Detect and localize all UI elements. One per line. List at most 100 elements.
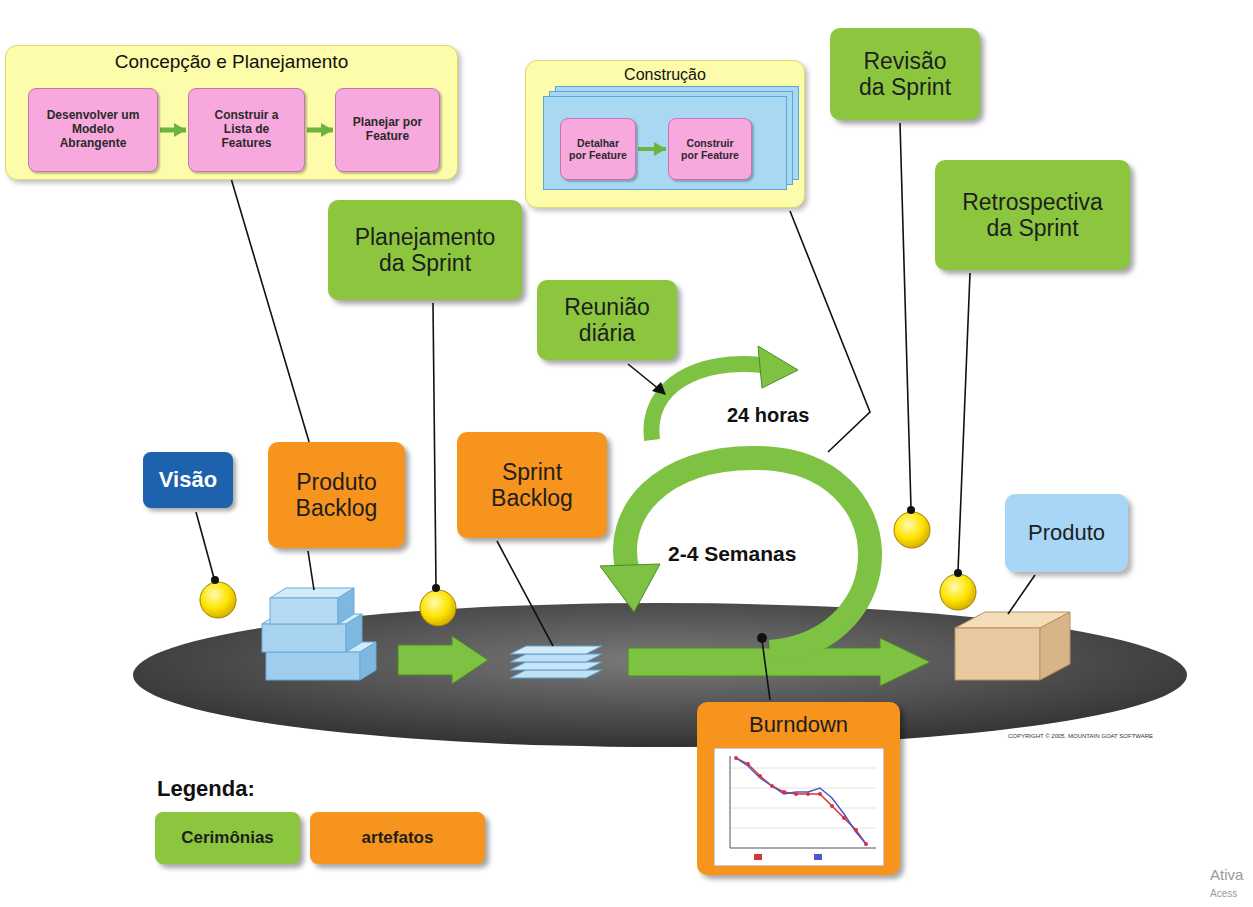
- burndown-chart: [714, 748, 884, 866]
- leader-line: [308, 551, 314, 590]
- stack-side: [338, 588, 354, 624]
- box-front: [955, 628, 1040, 680]
- point: [818, 792, 822, 796]
- marker-dot: [940, 574, 976, 610]
- product-box-text: Produto: [1028, 520, 1105, 545]
- daily-loop: [651, 364, 762, 440]
- watermark: Acess: [1210, 888, 1237, 899]
- plate: [510, 670, 602, 678]
- duration-label: 2-4 Semanas: [668, 542, 796, 566]
- point: [746, 762, 750, 766]
- stack-side: [346, 614, 362, 652]
- backlog-stack: [262, 588, 376, 680]
- process-box-text: Detalhar por Feature: [569, 137, 627, 161]
- leader-head: [652, 382, 666, 395]
- chart-frame: [714, 748, 884, 866]
- chart-grid: [730, 768, 876, 828]
- phase-panel: Concepção e PlanejamentoDesenvolver um M…: [5, 45, 458, 180]
- leader-line: [958, 273, 970, 571]
- point: [770, 784, 774, 788]
- leader-line: [628, 364, 660, 390]
- ceremony-box-text: Revisão da Sprint: [855, 48, 955, 101]
- plate: [510, 654, 602, 662]
- process-box: Construir a Lista de Features: [188, 88, 305, 172]
- watermark: Ativa: [1210, 866, 1243, 883]
- leader-line: [196, 512, 214, 578]
- legend-swatch: artefatos: [310, 812, 485, 864]
- sprint-backlog-plates: [510, 646, 602, 678]
- loop-head: [758, 346, 798, 388]
- ceremony-box-text: Retrospectiva da Sprint: [949, 189, 1117, 242]
- leader-line: [433, 303, 436, 586]
- stack-front: [266, 652, 360, 680]
- leader-line: [497, 541, 553, 646]
- artifact-box: Sprint Backlog: [457, 432, 607, 538]
- legend-swatch: Cerimônias: [155, 812, 300, 864]
- stack-side: [360, 642, 376, 680]
- point: [758, 774, 762, 778]
- ceremony-box-text: Planejamento da Sprint: [339, 224, 511, 277]
- process-box: Construir por Feature: [668, 118, 752, 180]
- process-box: Detalhar por Feature: [560, 118, 636, 180]
- ceremony-box: Reunião diária: [537, 280, 677, 360]
- point: [782, 790, 786, 794]
- duration-label: 24 horas: [727, 404, 809, 427]
- phase-panel: ConstruçãoDetalhar por FeatureConstruir …: [525, 60, 805, 208]
- chart-axis: [730, 848, 876, 849]
- ceremony-box-text: Reunião diária: [551, 294, 663, 347]
- actual-line: [736, 758, 866, 844]
- plate: [510, 662, 602, 670]
- sprint-loop: [625, 458, 870, 652]
- point: [854, 828, 858, 832]
- planned-line: [736, 758, 866, 844]
- marker-dot: [894, 512, 930, 548]
- legend-text: Cerimônias: [181, 828, 274, 848]
- point: [734, 756, 738, 760]
- ceremony-box: Planejamento da Sprint: [328, 200, 522, 300]
- process-box: Planejar por Feature: [335, 88, 440, 172]
- artifact-box: Produto Backlog: [268, 442, 405, 548]
- leader-line: [1008, 575, 1035, 614]
- chart-key: [814, 854, 822, 860]
- product-box: [955, 612, 1070, 680]
- point: [830, 804, 834, 808]
- product-box: Produto: [1005, 494, 1128, 572]
- artifact-box-text: Sprint Backlog: [477, 459, 587, 512]
- leader-line: [900, 123, 911, 508]
- point: [842, 816, 846, 820]
- ground-ellipse: [133, 603, 1187, 747]
- point: [864, 842, 868, 846]
- vision-box: Visão: [143, 452, 233, 508]
- marker-dot: [200, 582, 236, 618]
- connector: [638, 147, 666, 151]
- legend-text: artefatos: [362, 828, 434, 848]
- phase-panel-text: Concepção e Planejamento: [115, 51, 348, 73]
- process-box-text: Planejar por Feature: [350, 116, 425, 144]
- artifact-box-text: Burndown: [749, 712, 848, 737]
- plate: [510, 646, 602, 654]
- pin-dot: [211, 576, 219, 584]
- loop-head: [600, 564, 660, 612]
- grid-line: [730, 808, 876, 809]
- leader-lines: [196, 123, 1035, 700]
- legend-title: Legenda:: [157, 776, 255, 802]
- planned-points: [734, 756, 868, 846]
- process-box-text: Desenvolver um Modelo Abrangente: [43, 109, 143, 150]
- connector: [160, 128, 186, 133]
- ceremony-box: Revisão da Sprint: [830, 28, 980, 120]
- grid-line: [730, 788, 876, 789]
- leader-line: [762, 640, 770, 700]
- vision-box-text: Visão: [159, 467, 217, 492]
- ceremony-box: Retrospectiva da Sprint: [935, 160, 1130, 270]
- box-side: [1040, 612, 1070, 680]
- artifact-box-text: Produto Backlog: [282, 469, 392, 522]
- marker-dot: [420, 590, 456, 626]
- process-box-text: Construir por Feature: [679, 137, 741, 161]
- connector: [307, 128, 333, 133]
- stack-front: [262, 624, 346, 652]
- chart-axis: [730, 756, 731, 848]
- stack-front: [270, 598, 338, 624]
- chart-key: [754, 854, 762, 860]
- flow-arrow: [398, 636, 488, 684]
